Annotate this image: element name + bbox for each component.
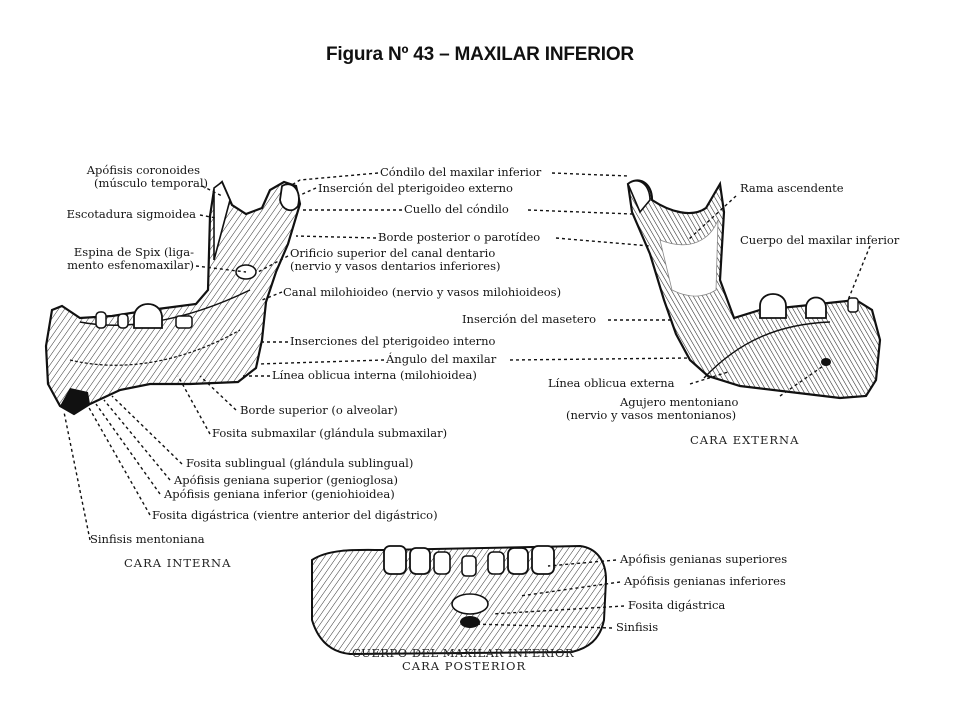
label-spix: Espina de Spix (liga- [73, 245, 194, 259]
label-pterigoideo-externo: Inserción del pterigoideo externo [318, 181, 513, 195]
label-post-sinfisis: Sinfisis [616, 620, 659, 634]
caption-cara-interna: CARA INTERNA [124, 556, 232, 570]
label-post-genianas-sup: Apófisis genianas superiores [620, 552, 788, 566]
caption-cuerpo-maxilar: CUERPO DEL MAXILAR INFERIOR [352, 646, 575, 660]
caption-cara-externa: CARA EXTERNA [690, 433, 800, 447]
label-agujero-note: (nervio y vasos mentonianos) [566, 408, 737, 422]
external-view-drawing [626, 179, 882, 400]
label-angulo: Ángulo del maxilar [386, 352, 497, 366]
caption-cara-posterior: CARA POSTERIOR [402, 659, 527, 673]
label-cuello: Cuello del cóndilo [404, 202, 509, 216]
external-mandible-shape [626, 179, 882, 400]
label-rama: Rama ascendente [740, 181, 844, 195]
label-orificio: Orificio superior del canal dentario [290, 246, 496, 260]
label-submaxilar: Fosita submaxilar (glándula submaxilar) [212, 426, 448, 440]
label-agujero: Agujero mentoniano [620, 395, 739, 409]
label-post-genianas-inf: Apófisis genianas inferiores [624, 574, 786, 588]
label-spix-note: mento esfenomaxilar) [67, 258, 194, 272]
label-pterigoideo-interno: Inserciones del pterigoideo interno [290, 334, 496, 348]
label-condilo: Cóndilo del maxilar inferior [380, 165, 542, 179]
label-sigmoidea: Escotadura sigmoidea [66, 207, 196, 221]
label-geniana-superior: Apófisis geniana superior (genioglosa) [174, 473, 399, 487]
internal-view-drawing [44, 180, 302, 416]
label-geniana-inferior: Apófisis geniana inferior (geniohioidea) [164, 487, 395, 501]
label-orificio-note: (nervio y vasos dentarios inferiores) [290, 259, 501, 273]
figure-title: Figura Nº 43 – MAXILAR INFERIOR [326, 44, 634, 65]
label-masetero: Inserción del masetero [462, 312, 597, 326]
label-digastrica: Fosita digástrica (vientre anterior del … [152, 508, 438, 522]
label-canal-milohioideo: Canal milohioideo (nervio y vasos milohi… [283, 285, 562, 299]
label-coronoides: Apófisis coronoides [86, 163, 200, 177]
label-linea-externa: Línea oblicua externa [548, 376, 675, 390]
label-sublingual: Fosita sublingual (glándula sublingual) [186, 456, 414, 470]
label-cuerpo: Cuerpo del maxilar inferior [740, 233, 900, 247]
label-coronoides-note: (músculo temporal) [94, 176, 208, 190]
posterior-view-drawing [311, 544, 608, 656]
label-borde-posterior: Borde posterior o parotídeo [378, 230, 541, 244]
label-sinfisis-mentoniana: Sinfisis mentoniana [90, 532, 205, 546]
label-borde-superior: Borde superior (o alveolar) [240, 403, 398, 417]
label-post-digastrica: Fosita digástrica [628, 598, 726, 612]
leader-lines [63, 172, 871, 629]
label-linea-interna: Línea oblicua interna (milohioidea) [272, 368, 477, 382]
